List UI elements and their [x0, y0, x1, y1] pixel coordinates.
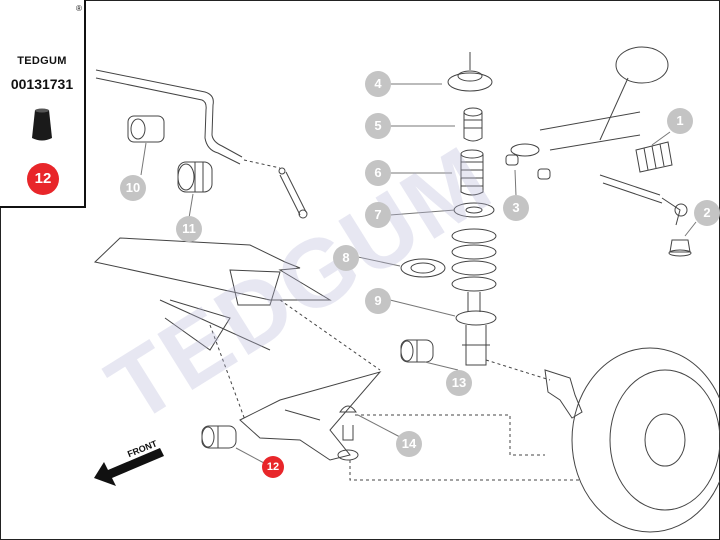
product-info-panel: ® TEDGUM 00131731 12: [0, 0, 86, 208]
callout-9: 9: [365, 288, 391, 314]
callout-11: 11: [176, 216, 202, 242]
tie-rod-end: [661, 197, 688, 226]
registered-mark: ®: [76, 4, 82, 13]
callout-4: 4: [365, 71, 391, 97]
bump-stop: [463, 107, 483, 142]
strut-top-mount: [447, 52, 493, 92]
callout-3: 3: [503, 195, 529, 221]
brand-name: TEDGUM: [17, 55, 67, 67]
steering-knuckle: [544, 369, 583, 419]
callout-6: 6: [365, 160, 391, 186]
front-arrow: [94, 448, 164, 486]
rack-boot-1: [635, 141, 673, 173]
arm-bush-13: [400, 339, 434, 363]
stabilizer-bush-10: [127, 115, 165, 143]
ball-joint-14: [337, 405, 359, 461]
callout-10: 10: [120, 175, 146, 201]
stabilizer-bar: [95, 69, 243, 158]
callout-5: 5: [365, 113, 391, 139]
part-number: 00131731: [10, 76, 74, 92]
callout-14: 14: [396, 431, 422, 457]
callout-7: 7: [365, 202, 391, 228]
callout-12: 12: [262, 456, 284, 478]
bushing-thumbnail-icon: [32, 108, 52, 141]
strut-bearing: [400, 258, 446, 278]
callout-2: 2: [694, 200, 720, 226]
steering-rack: [510, 111, 663, 204]
protective-boot: [460, 149, 484, 196]
arm-bush-12: [201, 425, 237, 449]
steering-wheel: [599, 46, 669, 141]
stabilizer-bushings-3: [505, 154, 551, 180]
item-number-badge: 12: [27, 163, 59, 195]
callout-8: 8: [333, 245, 359, 271]
control-arm: [239, 371, 382, 461]
callout-13: 13: [446, 370, 472, 396]
stabilizer-link: [279, 171, 307, 216]
ball-joint-boot-2: [668, 239, 692, 257]
callout-1: 1: [667, 108, 693, 134]
shock-absorber: [462, 325, 490, 366]
subframe: [93, 237, 332, 301]
spring-seat-lower: [455, 310, 497, 326]
coil-spring: [451, 228, 497, 312]
stabilizer-bush-11: [177, 161, 213, 193]
wheel: [571, 347, 720, 533]
